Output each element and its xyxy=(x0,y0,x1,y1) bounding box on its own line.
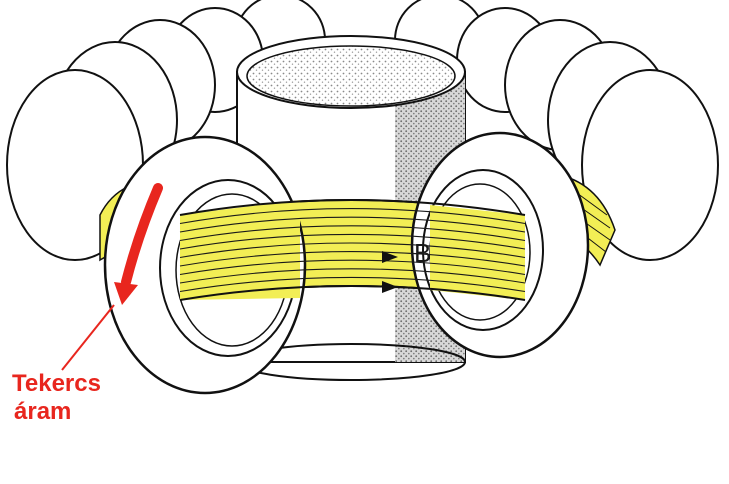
field-line xyxy=(179,233,526,250)
field-line xyxy=(179,251,526,267)
front-left-coil xyxy=(103,135,307,395)
field-label: B xyxy=(414,238,432,268)
field-line xyxy=(179,225,526,242)
coil-current-label-line1: Tekercs xyxy=(12,370,101,397)
field-line xyxy=(179,242,526,259)
field-line xyxy=(179,268,526,284)
field-line xyxy=(179,216,526,233)
field-line xyxy=(179,259,526,276)
field-line xyxy=(179,276,526,293)
magnetic-field-lines-front xyxy=(179,208,526,293)
black-arrowhead-icon xyxy=(382,251,398,263)
black-arrowhead-icon xyxy=(382,281,398,293)
field-line xyxy=(179,208,526,225)
coil-current-label-line2: áram xyxy=(14,398,72,425)
red-arrow-icon xyxy=(114,183,163,305)
current-leader-line xyxy=(61,304,115,371)
back-coils xyxy=(6,0,719,261)
